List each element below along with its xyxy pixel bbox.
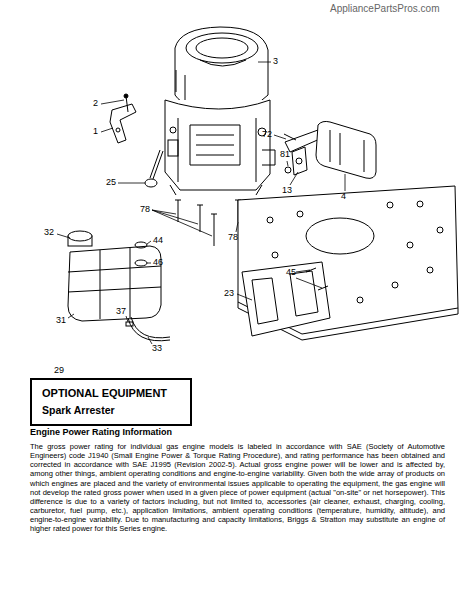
note-box: OPTIONAL EQUIPMENTSpark Arrester: [30, 378, 192, 426]
watermark: AppliancePartsPros.com: [330, 3, 440, 14]
note-heading: Engine Power Rating Information: [30, 428, 172, 438]
callout-number: 23: [224, 289, 234, 299]
callout-number: 72: [262, 130, 272, 140]
callout-number: 78: [140, 205, 150, 215]
callout-number: 78: [228, 233, 238, 243]
callout-number: 45: [286, 268, 296, 278]
box-heading: OPTIONAL EQUIPMENT: [42, 387, 180, 401]
muffler: [284, 121, 376, 178]
dipstick: [145, 150, 163, 187]
engine-plate: [238, 186, 458, 340]
callout-number: 29: [54, 366, 64, 376]
callout-number: 32: [44, 228, 54, 238]
leader-lines: [57, 62, 345, 344]
callout-number: 81: [280, 150, 290, 160]
callout-number: 44: [153, 236, 163, 246]
choke-bracket: [110, 94, 136, 143]
callout-number: 4: [341, 192, 346, 202]
callout-number: 3: [273, 57, 278, 67]
fuel-tank: [68, 231, 161, 321]
box-text: Spark Arrester: [42, 401, 180, 417]
callout-number: 46: [153, 258, 163, 268]
callout-number: 25: [106, 178, 116, 188]
callout-number: 13: [282, 186, 292, 196]
callout-number: 2: [93, 99, 98, 109]
mounting-bolts: [175, 200, 241, 246]
callout-number: 37: [116, 307, 126, 317]
note-text: The gross power rating for individual ga…: [30, 442, 445, 533]
engine: [165, 27, 275, 195]
callout-number: 31: [56, 316, 66, 326]
heat-shield: [242, 262, 330, 336]
callout-number: 33: [152, 344, 162, 354]
callout-number: 1: [93, 127, 98, 137]
